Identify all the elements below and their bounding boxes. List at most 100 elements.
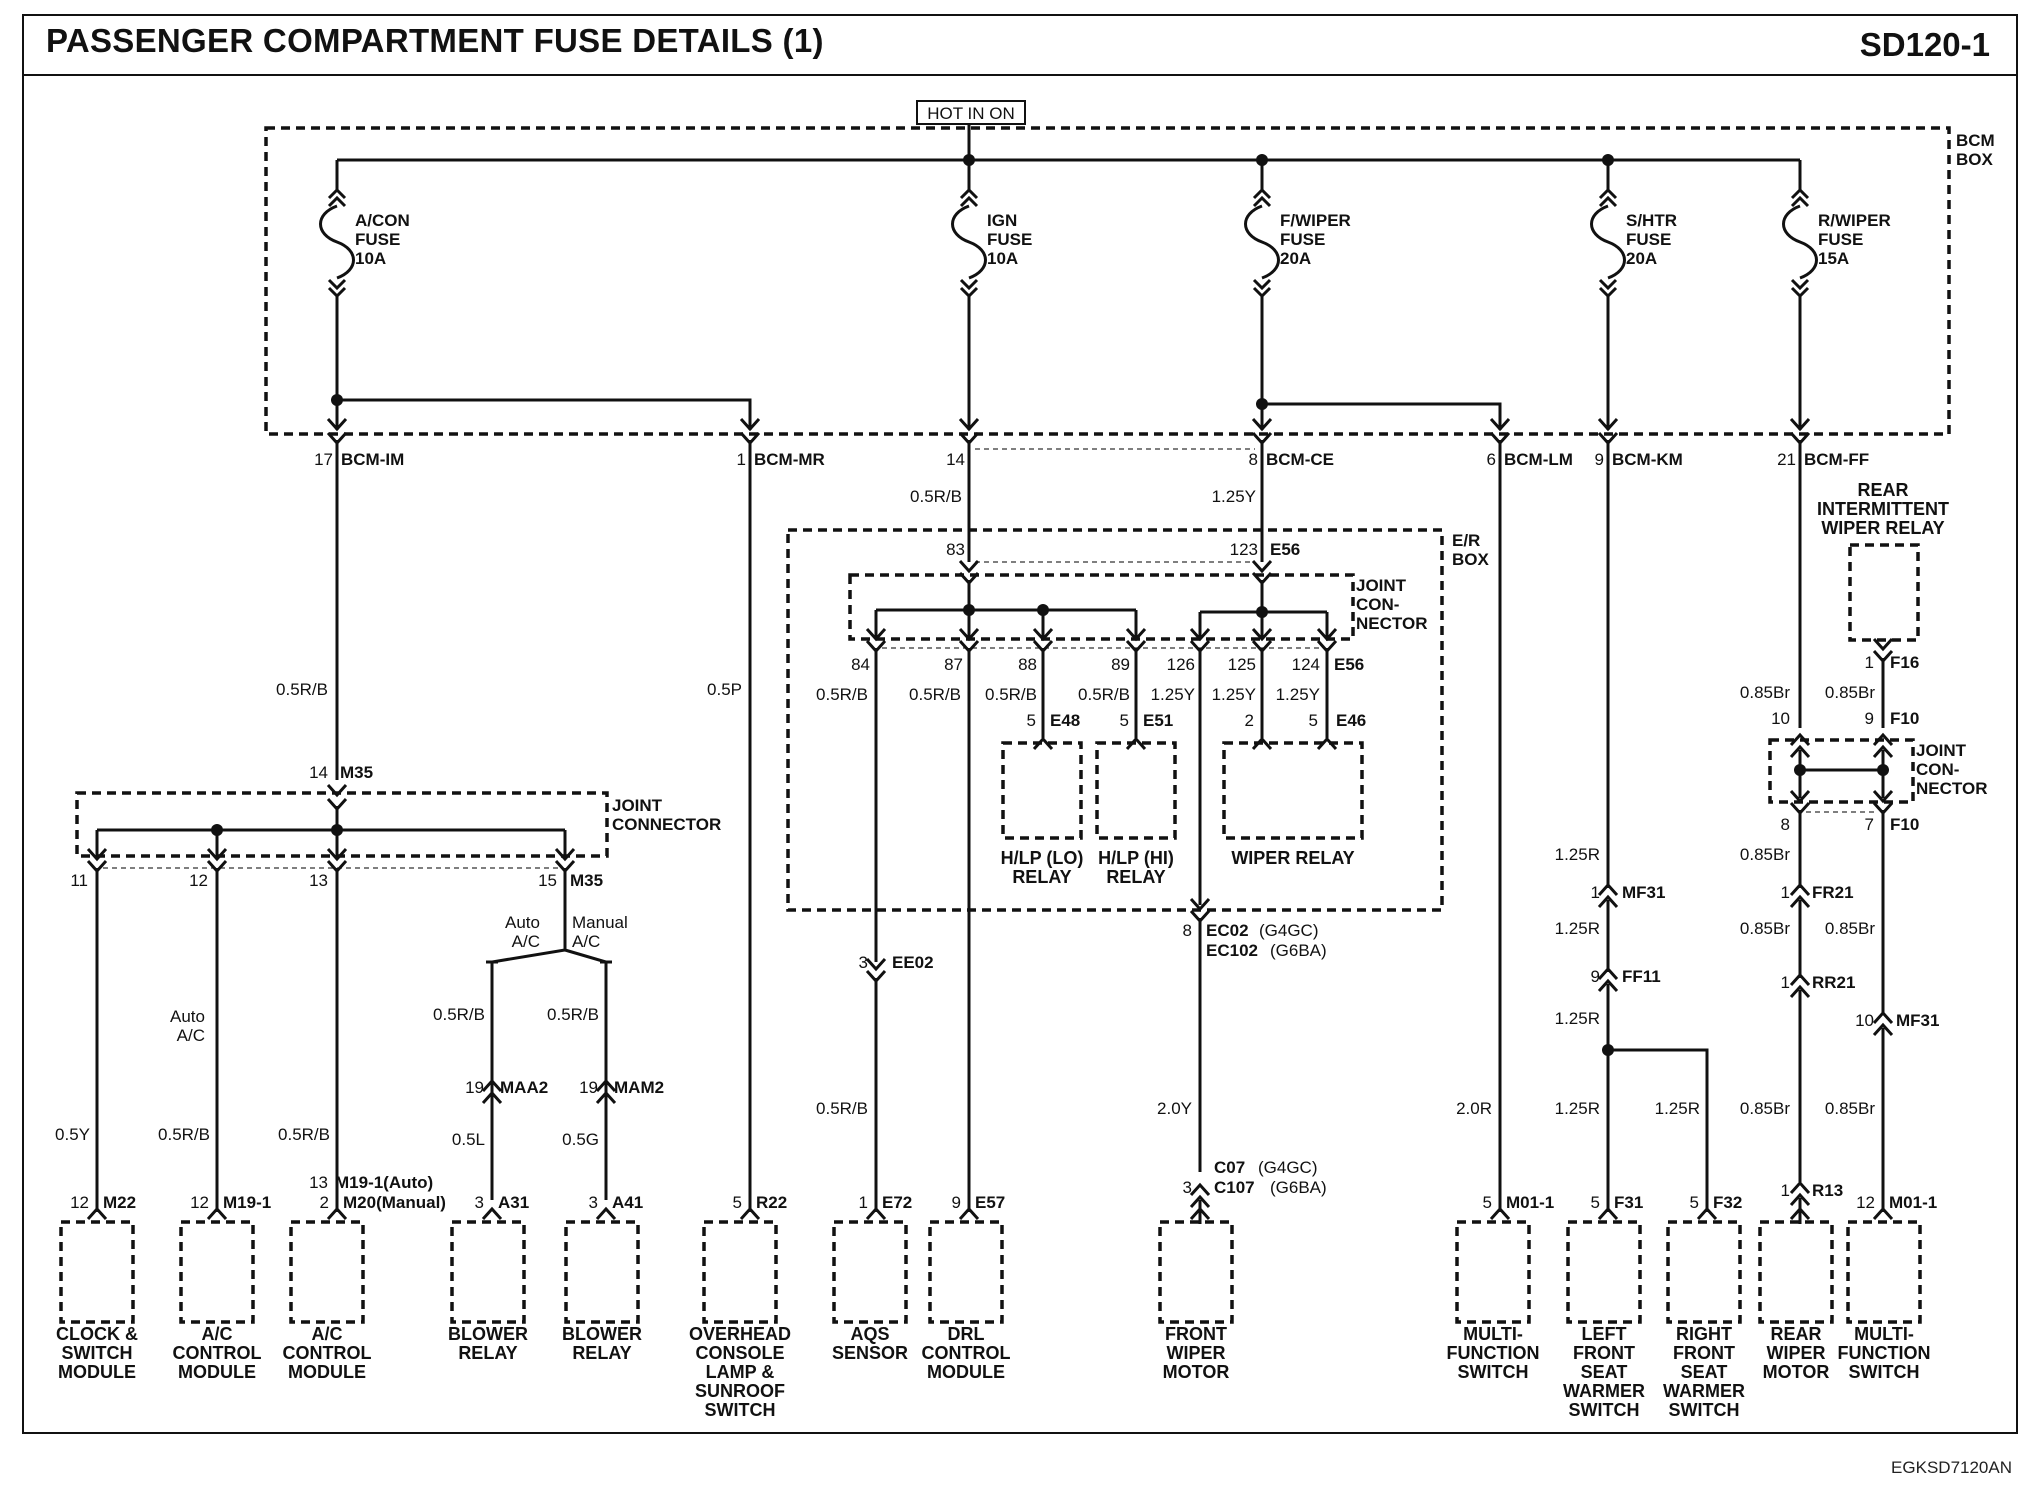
label-ec102: EC102	[1206, 941, 1258, 960]
rear-relay-label: INTERMITTENT	[1817, 499, 1949, 519]
label-g_rr1: 0.85Br	[1740, 683, 1790, 702]
label-e46: E46	[1336, 711, 1366, 730]
label-m191: M19-1	[223, 1193, 271, 1212]
connector-chevron	[1789, 984, 1811, 999]
label-g_rr7: 0.85Br	[1825, 1099, 1875, 1118]
component-label: SWITCH	[705, 1400, 776, 1420]
component-outline	[59, 1220, 135, 1324]
label-fr21: FR21	[1812, 883, 1854, 902]
connector-chevron	[1489, 431, 1511, 446]
label-gw6: 1.25Y	[1212, 685, 1256, 704]
connector-chevron	[1251, 559, 1273, 574]
connector-chevron	[1032, 639, 1054, 654]
connector-chevron	[1189, 909, 1211, 924]
fuse-label: 10A	[987, 249, 1018, 268]
fuse-label: A/CON	[355, 211, 410, 230]
label-g_2y: 2.0Y	[1157, 1099, 1192, 1118]
connector-chevron	[1316, 639, 1338, 654]
label-g_05y: 0.5Y	[55, 1125, 90, 1144]
label-g_05l: 0.5L	[452, 1130, 485, 1149]
parts	[86, 100, 1894, 1221]
connector-chevron	[1251, 639, 1273, 654]
connector-chevron	[1125, 639, 1147, 654]
label-e46p2: 2	[1245, 711, 1254, 730]
label-rr21p: 1	[1781, 973, 1790, 992]
component-outline	[1846, 1220, 1922, 1324]
connector-chevron	[1251, 736, 1273, 751]
label-jp11: 11	[70, 871, 88, 890]
connector-chevron	[1189, 1206, 1211, 1221]
connector-chevron	[1597, 978, 1619, 993]
connector-chevron	[1316, 627, 1338, 642]
connector-chevron	[865, 1206, 887, 1221]
component-label: BLOWER	[448, 1324, 528, 1344]
connector-chevron	[1789, 894, 1811, 909]
label-c07s: (G4GC)	[1258, 1158, 1318, 1177]
junction-dot	[1256, 398, 1268, 410]
component-label: MODULE	[927, 1362, 1005, 1382]
fuse-element	[1244, 204, 1280, 280]
label-ee02p: 3	[859, 953, 868, 972]
bcm-pin-connector: BCM-MR	[754, 450, 825, 469]
component-label: AQS	[850, 1324, 889, 1344]
label-gw1: 0.5R/B	[816, 685, 868, 704]
joint-connector-left-label: CONNECTOR	[612, 815, 721, 834]
fuse-label: F/WIPER	[1280, 211, 1351, 230]
fuse-label: FUSE	[987, 230, 1032, 249]
bcm-box-label: BOX	[1956, 150, 1994, 169]
label-g_rr4: 0.85Br	[1740, 919, 1790, 938]
component-label: LAMP &	[706, 1362, 775, 1382]
label-e72: E72	[882, 1193, 912, 1212]
fuse-label: IGN	[987, 211, 1017, 230]
connector-chevron	[326, 797, 348, 812]
connector-chevron	[1251, 431, 1273, 446]
connector-chevron	[554, 859, 576, 874]
connector-chevron	[1125, 627, 1147, 642]
connector-chevron	[1872, 1022, 1894, 1037]
label-m191p: 12	[190, 1193, 209, 1212]
connector-chevron	[86, 847, 108, 862]
component-label: CONTROL	[922, 1343, 1011, 1363]
component-outline	[179, 1220, 255, 1324]
label-f31: F31	[1614, 1193, 1643, 1212]
footer-code: EGKSD7120AN	[1891, 1458, 2012, 1477]
bcm-pin-number: 21	[1777, 450, 1796, 469]
joint-connector-right-label: NECTOR	[1916, 779, 1987, 798]
label-m22: M22	[103, 1193, 136, 1212]
connector-chevron	[865, 627, 887, 642]
bcm-pin-connector: BCM-KM	[1612, 450, 1683, 469]
bcm-box-outline	[264, 126, 1951, 436]
label-c07: C07	[1214, 1158, 1245, 1177]
fuse-contact	[1598, 187, 1618, 208]
er-box-label: E/R	[1452, 531, 1480, 550]
component-label: FRONT	[1673, 1343, 1735, 1363]
component-label: MODULE	[178, 1362, 256, 1382]
joint-connector-left-label: JOINT	[612, 796, 663, 815]
connector-chevron	[86, 1206, 108, 1221]
connector-chevron	[739, 431, 761, 446]
label-e48: E48	[1050, 711, 1080, 730]
label-m22p: 12	[70, 1193, 89, 1212]
label-mf31bp: 10	[1855, 1011, 1874, 1030]
label-mf31p: 1	[1591, 883, 1600, 902]
label-g_left: 0.5R/B	[276, 680, 328, 699]
connector-chevron	[1316, 736, 1338, 751]
connector-chevron	[326, 417, 348, 432]
label-gw7: 1.25Y	[1276, 685, 1320, 704]
label-a41: A41	[612, 1193, 643, 1212]
wire	[1798, 750, 1885, 798]
component-label: WARMER	[1663, 1381, 1745, 1401]
component-label: SWITCH	[1669, 1400, 1740, 1420]
label-c07p: 3	[1183, 1178, 1192, 1197]
connector-chevron	[1872, 732, 1894, 747]
label-g_aqs: 0.5R/B	[816, 1099, 868, 1118]
connector-chevron	[595, 1206, 617, 1221]
label-p87: 87	[944, 655, 963, 674]
label-f10p7: 7	[1865, 815, 1874, 834]
connector-chevron	[481, 1090, 503, 1105]
component-label: MODULE	[58, 1362, 136, 1382]
connector-chevron	[958, 417, 980, 432]
label-e57p: 9	[952, 1193, 961, 1212]
component-label: CONTROL	[173, 1343, 262, 1363]
label-p123: 123	[1230, 540, 1258, 559]
